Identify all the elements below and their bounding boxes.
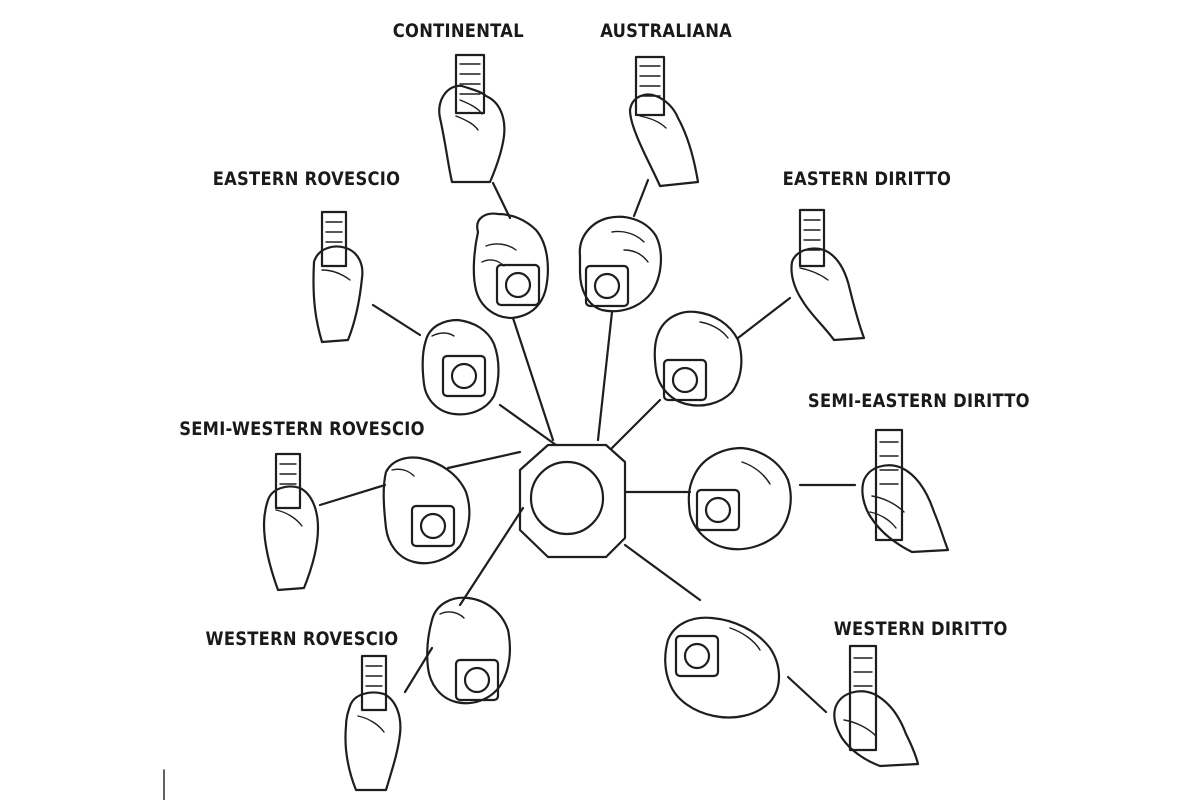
label-australiana: AUSTRALIANA [600, 20, 733, 42]
hand-semi-eastern-diritto-front [687, 446, 792, 551]
connector-australiana-outer [632, 178, 650, 218]
hand-eastern-diritto-side [790, 208, 866, 342]
hand-semi-eastern-diritto-side [861, 428, 950, 554]
hand-australiana-front [578, 215, 662, 313]
connector-eastern-diritto-outer [736, 296, 792, 340]
hand-continental-side [438, 53, 506, 184]
hand-semi-western-rovescio-side [262, 452, 320, 592]
label-semi-western-rovescio: SEMI-WESTERN ROVESCIO [179, 418, 425, 440]
connector-western-diritto-outer [786, 675, 828, 714]
connector-semi-western-rovescio-outer [318, 483, 387, 507]
hand-western-rovescio-side [344, 654, 402, 792]
label-western-rovescio: WESTERN ROVESCIO [205, 628, 399, 650]
connector-continental [511, 316, 555, 442]
hand-semi-western-rovescio-front [382, 456, 471, 565]
connector-eastern-diritto [610, 398, 662, 450]
label-eastern-rovescio: EASTERN ROVESCIO [212, 168, 401, 190]
connector-western-diritto [623, 543, 702, 602]
hand-continental-front [472, 212, 549, 320]
handle-cross-section [518, 443, 627, 559]
connector-eastern-rovescio-outer [371, 303, 422, 337]
connector-australiana [596, 310, 614, 442]
hand-australiana-side [628, 55, 700, 188]
connector-western-rovescio [458, 506, 525, 607]
hand-western-rovescio-front [426, 596, 511, 705]
label-western-diritto: WESTERN DIRITTO [833, 618, 1008, 640]
hand-western-diritto-front [664, 616, 781, 719]
label-semi-eastern-diritto: SEMI-EASTERN DIRITTO [807, 390, 1030, 412]
label-eastern-diritto: EASTERN DIRITTO [782, 168, 952, 190]
hand-eastern-rovescio-side [312, 210, 364, 344]
connector-eastern-rovescio [498, 403, 558, 447]
label-continental: CONTINENTAL [392, 20, 524, 42]
connector-semi-western-rovescio [446, 450, 522, 470]
hand-eastern-diritto-front [653, 310, 743, 407]
connector-continental-outer [491, 181, 512, 220]
hand-western-diritto-side [833, 644, 920, 768]
hand-eastern-rovescio-front [421, 318, 500, 416]
